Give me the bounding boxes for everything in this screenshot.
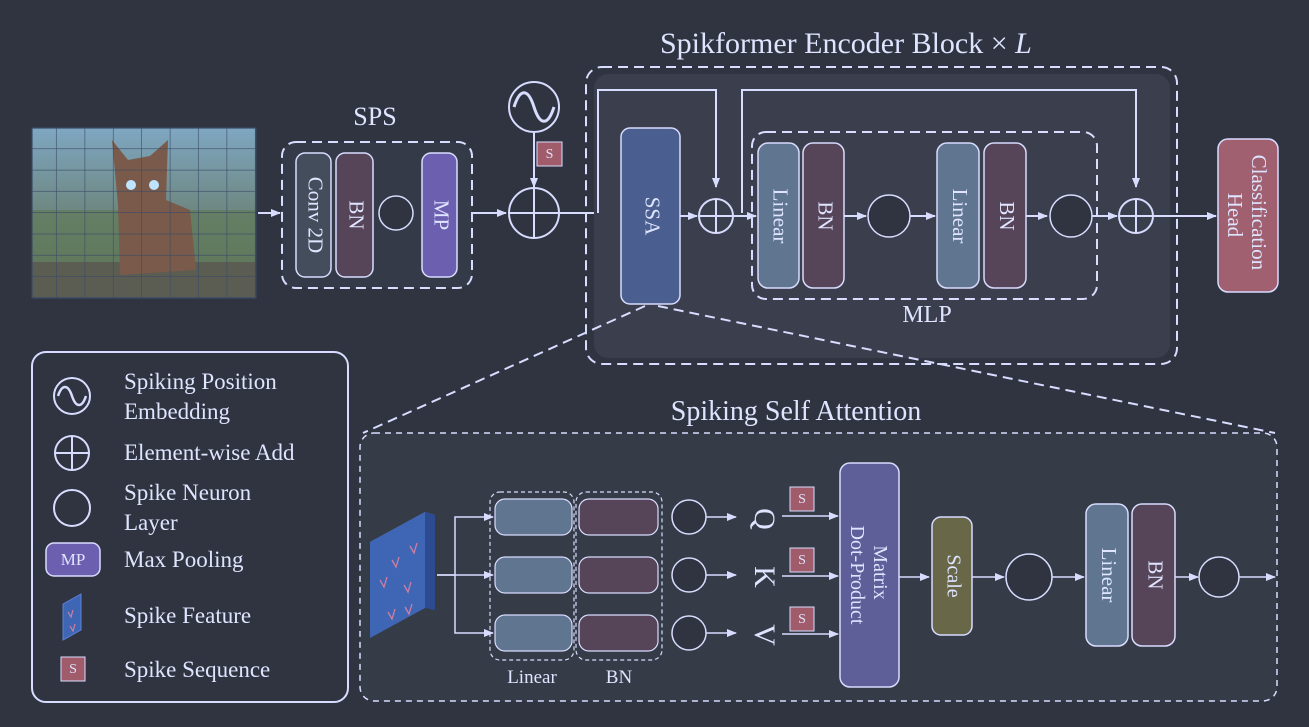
sps-title: SPS [353,102,396,131]
mlp-neuron-1 [867,194,911,238]
ssa-linear-v [494,614,573,652]
branch-arrow-v [454,575,494,637]
legend-spike-seq-icon: S [60,656,86,682]
svg-text:BN: BN [345,200,369,229]
encoder-add-1-icon [698,198,734,234]
legend-label-2b: Layer [124,510,178,535]
sps-conv-block: Conv 2D [295,152,332,278]
ssa-neuron-q [671,499,707,535]
scale-block: Scale [931,516,973,636]
ssa-neuron-final [1198,556,1240,598]
encoder-add-2-icon [1118,198,1154,234]
encoder-block-frame [585,66,1178,365]
ssa-neuron-k [671,557,707,593]
spike-sequence-badge: S [536,141,563,167]
legend-label-3: Max Pooling [124,547,244,572]
svg-text:MP: MP [61,550,86,569]
ssa-block: SSA [620,127,681,305]
ssa-neuron-v [671,615,707,651]
residual-path-2 [741,89,1140,213]
svg-text:Matrix Dot-Product: Matrix Dot-Product [846,526,891,625]
svg-text:Spikformer Encoder Block × L: Spikformer Encoder Block × L [660,27,1032,60]
legend-mp-icon: MP [45,542,101,577]
legend-box [31,351,349,703]
ssa-spike-feature [370,512,435,638]
svg-text:BN: BN [995,201,1019,230]
residual-path-1 [597,89,720,213]
mlp-linear-2: Linear [936,142,980,289]
matrix-dot-product-block: Matrix Dot-Product [839,462,900,688]
ssa-out-bn: BN [1131,503,1176,647]
ssa-linear-group-label: Linear [507,667,557,688]
mlp-title: MLP [902,302,951,328]
legend-label-1: Element-wise Add [124,440,295,465]
mlp-bn-1: BN [802,142,845,289]
legend-label-2a: Spike Neuron [124,480,252,505]
ssa-bn-group-label: BN [606,667,633,688]
legend-label-4: Spike Feature [124,603,251,628]
svg-text:Scale: Scale [942,554,964,597]
ssa-bn-v [578,614,659,652]
svg-text:BN: BN [814,201,838,230]
mlp-linear-1: Linear [757,142,800,289]
legend-neuron-icon [53,489,91,527]
ssa-bn-group [575,491,663,661]
ssa-out-linear: Linear [1085,503,1129,647]
svg-text:SSA: SSA [641,197,665,236]
zoom-line-left [362,305,646,434]
q-label: Q [748,508,781,530]
classification-head: Classification Head [1217,138,1279,293]
zoom-line-right [657,305,1276,434]
svg-text:BN: BN [1144,560,1168,589]
mlp-bn-2: BN [983,142,1027,289]
legend-label-0a: Spiking Position [124,369,277,394]
v-label: V [748,624,781,646]
svg-text:Conv 2D: Conv 2D [304,177,328,253]
ssa-bn-q [578,498,659,536]
ssa-spike-seq-k: S [789,547,815,573]
svg-text:MP: MP [430,200,454,230]
k-label: K [748,566,781,588]
legend-add-icon [54,435,90,471]
ssa-linear-k [494,556,573,594]
legend-label-0b: Embedding [124,399,231,424]
ssa-linear-q [494,498,573,536]
svg-text:Linear: Linear [948,189,972,244]
sps-neuron [378,195,414,231]
legend-label-5: Spike Sequence [124,657,270,682]
svg-text:S: S [69,662,77,677]
mlp-neuron-2 [1049,194,1093,238]
ssa-bn-k [578,556,659,594]
svg-text:Classification Head: Classification Head [1223,155,1271,276]
svg-text:S: S [798,492,806,507]
svg-text:Linear: Linear [769,189,793,244]
sps-add-icon [508,187,560,239]
svg-text:S: S [798,553,806,568]
ssa-linear-group [489,491,575,661]
ssa-spike-seq-v: S [789,606,815,632]
legend-wave-icon [53,377,91,415]
svg-text:S: S [798,612,806,627]
sps-bn-block: BN [335,152,374,278]
legend-spike-feature-icon [62,593,82,641]
ssa-neuron-out [1005,553,1053,601]
svg-text:S: S [546,147,554,162]
encoder-block-title: Spikformer Encoder Block × L [660,27,1032,60]
ssa-spike-seq-q: S [789,486,815,512]
sps-mp-block: MP [421,152,458,278]
position-embedding-wave-icon [508,81,560,133]
ssa-section-title: Spiking Self Attention [671,396,921,427]
svg-text:Linear: Linear [1097,548,1121,603]
input-cat-image [31,127,257,299]
